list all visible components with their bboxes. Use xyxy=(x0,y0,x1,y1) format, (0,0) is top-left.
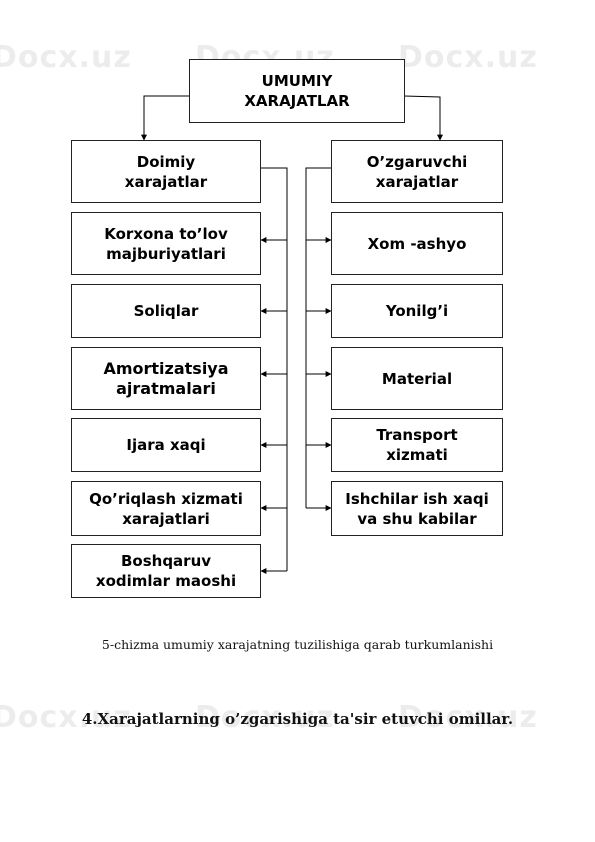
right-item-label: Ishchilar ish xaqi va shu kabilar xyxy=(345,489,489,528)
left-item-label: Ijara xaqi xyxy=(126,436,206,454)
left-item-box: Amortizatsiya ajratmalari xyxy=(71,347,261,410)
right-item-box: Xom -ashyo xyxy=(331,212,503,275)
right-item-box: Yonilg’i xyxy=(331,284,503,338)
left-title-label: Doimiy xarajatlar xyxy=(124,152,208,191)
left-item-label: Soliqlar xyxy=(133,302,199,320)
connector-root-left xyxy=(141,95,189,141)
left-item-box: Ijara xaqi xyxy=(71,418,261,472)
left-item-box: Boshqaruv xodimlar maoshi xyxy=(71,544,261,598)
section-heading: 4.Xarajatlarning o’zgarishiga ta'sir etu… xyxy=(81,710,514,728)
left-item-label: Korxona to’lov majburiyatlari xyxy=(104,224,228,263)
right-item-box: Material xyxy=(331,347,503,410)
left-title-box: Doimiy xarajatlar xyxy=(71,140,261,203)
connector-root-right xyxy=(403,95,443,141)
right-item-box: Transport xizmati xyxy=(331,418,503,472)
right-item-box: Ishchilar ish xaqi va shu kabilar xyxy=(331,481,503,536)
right-item-label: Transport xizmati xyxy=(376,426,458,464)
right-item-label: Material xyxy=(381,369,453,388)
right-title-label: O’zgaruvchi xarajatlar xyxy=(366,152,468,191)
root-label: UMUMIY XARAJATLAR xyxy=(244,72,350,110)
figure-caption: 5-chizma umumiy xarajatning tuzilishiga … xyxy=(101,637,494,652)
right-item-label: Yonilg’i xyxy=(385,302,449,320)
right-bus xyxy=(305,167,331,508)
left-item-label: Boshqaruv xodimlar maoshi xyxy=(95,552,237,590)
left-item-box: Soliqlar xyxy=(71,284,261,338)
right-title-box: O’zgaruvchi xarajatlar xyxy=(331,140,503,203)
left-item-box: Qo’riqlash xizmati xarajatlari xyxy=(71,481,261,536)
left-item-label: Amortizatsiya ajratmalari xyxy=(103,358,229,398)
left-bus xyxy=(260,167,288,571)
left-item-box: Korxona to’lov majburiyatlari xyxy=(71,212,261,275)
root-box: UMUMIY XARAJATLAR xyxy=(189,59,405,123)
left-item-label: Qo’riqlash xizmati xarajatlari xyxy=(89,489,243,528)
right-item-label: Xom -ashyo xyxy=(367,234,467,253)
